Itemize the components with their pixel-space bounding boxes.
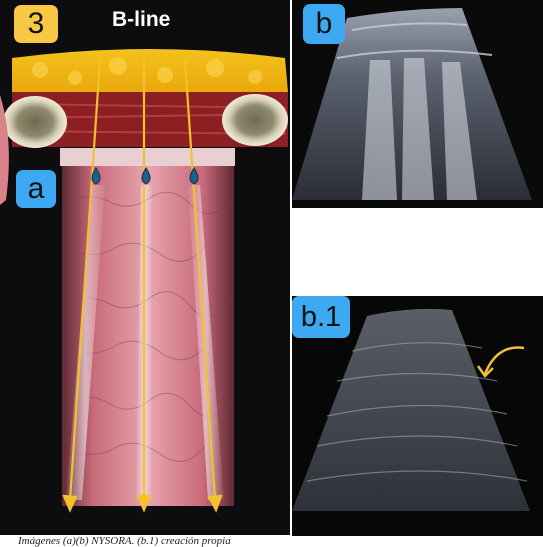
panel-b-badge: b [303, 4, 345, 44]
pleura [60, 148, 235, 166]
figure-number-text: 3 [28, 7, 45, 41]
b-line-illustration [0, 0, 290, 535]
curved-arrow-icon [478, 348, 524, 376]
illustration-svg [0, 0, 290, 535]
fat-layer [12, 49, 288, 92]
image-caption: Imágenes (a)(b) NYSORA. (b.1) creación p… [18, 535, 231, 547]
ultrasound-fan [292, 309, 530, 511]
rib-left [3, 96, 67, 148]
figure-number-badge: 3 [14, 5, 58, 43]
panel-b1-badge: b.1 [292, 296, 350, 338]
panel-a-label: a [28, 172, 45, 206]
panel-a-badge: a [16, 170, 56, 208]
rib-right [222, 94, 288, 146]
panel-b-label: b [316, 7, 333, 41]
panel-b1-label: b.1 [301, 301, 341, 334]
illustration-title: B-line [112, 8, 170, 32]
b-line-artifacts [362, 58, 477, 200]
